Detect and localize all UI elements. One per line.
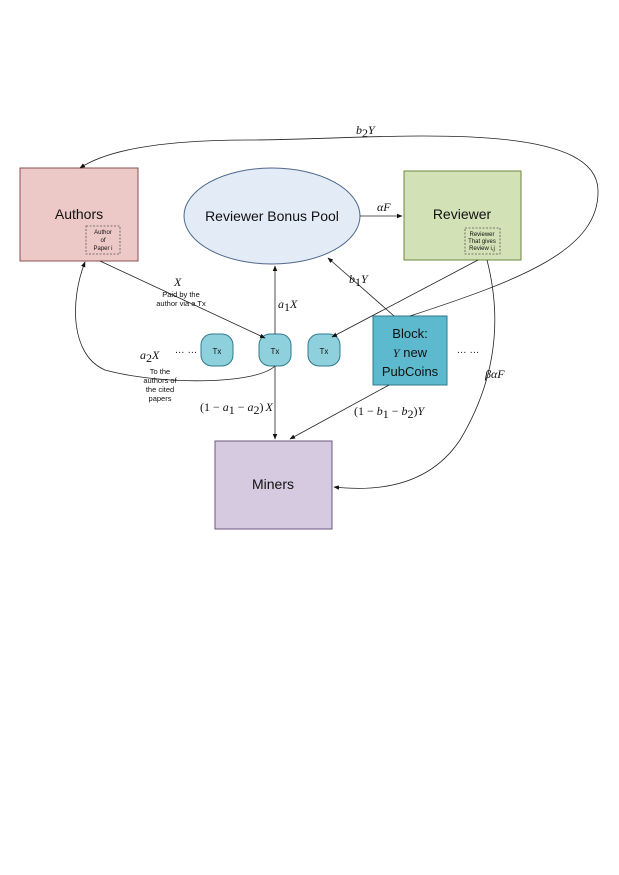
edge-block-to-miners (289, 384, 390, 440)
block-box (372, 315, 448, 386)
tx-node-1 (200, 333, 234, 367)
reviewer-review-line-2: That gives (468, 239, 496, 245)
label-a1x: a1X (278, 297, 298, 314)
reviewer-review-box (464, 227, 501, 255)
miners-node: Miners (214, 440, 333, 530)
label-x: X (173, 275, 182, 289)
block-title-line-2: Y new (393, 345, 428, 360)
edge-reviewer-to-miners-betaalphaf (333, 259, 496, 490)
label-miner-share-b: (1 − b1 − b2)Y (354, 404, 426, 421)
tx-dots-left: … … (175, 345, 198, 356)
block-title-var: Y (393, 346, 401, 360)
reviewer-review-line-3: Review i,j (469, 246, 495, 252)
edge-labels: b2Y αF X Paid by the author via a Tx b1Y… (140, 123, 505, 421)
miners-box (214, 440, 333, 530)
label-cited-note-1: To the (150, 367, 170, 376)
edges (75, 135, 599, 490)
transactions-row: … … Tx Tx Tx … … (175, 333, 480, 367)
edge-authors-to-tx-x (99, 260, 266, 339)
miners-title: Miners (252, 476, 294, 492)
block-title-line-1: Block: (392, 326, 427, 341)
reviewer-bonus-pool-node: Reviewer Bonus Pool (183, 167, 361, 265)
pool-title: Reviewer Bonus Pool (205, 208, 339, 224)
authors-box (19, 167, 139, 262)
reviewer-box (403, 170, 522, 261)
tx-label-3: Tx (320, 347, 329, 356)
edge-tx-to-authors-a2x (75, 261, 276, 382)
label-cited-note-2: authors of (143, 376, 177, 385)
reviewer-node: Reviewer Reviewer That gives Review i,j (403, 170, 522, 261)
authors-title: Authors (55, 206, 103, 222)
label-b1y: b1Y (349, 272, 369, 289)
label-cited-note-4: papers (149, 394, 172, 403)
author-of-paper-line-2: of (100, 238, 105, 244)
block-title-rest: new (400, 345, 428, 360)
label-paid-note-1: Paid by the (162, 290, 200, 299)
label-alphaf: αF (377, 200, 391, 214)
tx-dots-right: … … (457, 345, 480, 356)
block-node: Block: Y new PubCoins (372, 315, 448, 386)
block-title-line-3: PubCoins (382, 364, 439, 379)
tx-label-1: Tx (213, 347, 222, 356)
label-miner-share-a: (1 − a1 − a2)X (200, 400, 274, 417)
author-of-paper-line-1: Author (94, 230, 112, 236)
authors-node: Authors Author of Paper i (19, 167, 139, 262)
label-b2y: b2Y (356, 123, 376, 140)
label-cited-note-3: the cited (146, 385, 174, 394)
label-paid-note-2: author via a Tx (156, 299, 206, 308)
reviewer-title: Reviewer (433, 206, 492, 222)
author-of-paper-box (85, 225, 121, 255)
edge-block-to-pool-b1y (327, 257, 395, 317)
edge-block-to-authors-b2y (79, 135, 599, 317)
label-a2x: a2X (140, 348, 160, 365)
label-beta-alpha-f: βαF (484, 367, 505, 381)
tx-node-3 (307, 333, 341, 367)
edge-reviewer-to-tx (331, 259, 479, 338)
author-of-paper-line-3: Paper i (93, 246, 112, 252)
tx-label-2: Tx (271, 347, 280, 356)
reviewer-review-line-1: Reviewer (469, 232, 494, 238)
